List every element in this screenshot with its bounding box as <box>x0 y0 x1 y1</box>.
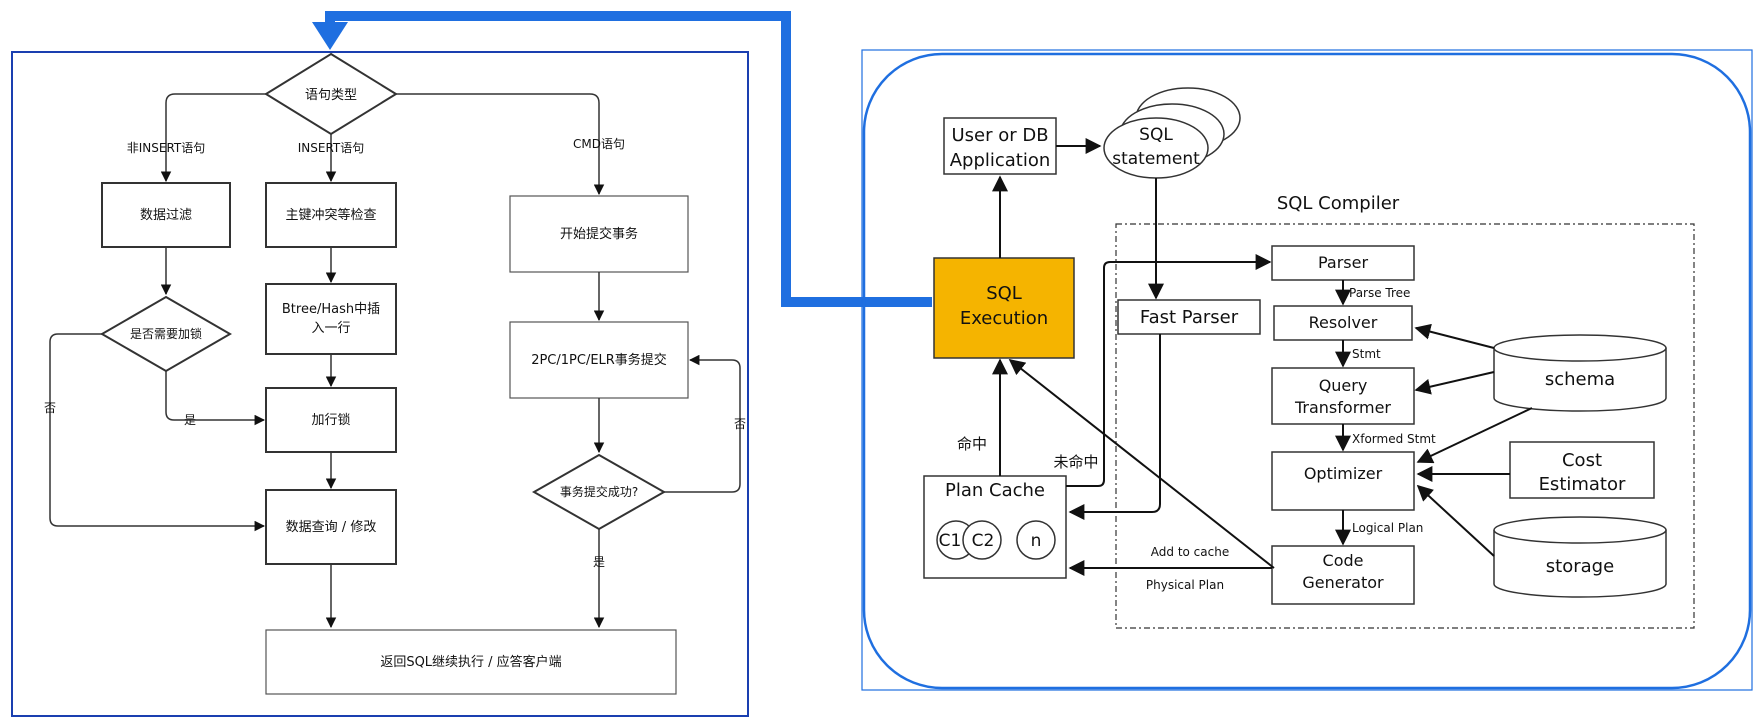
branch-line-cmd <box>396 93 605 196</box>
box-cost-estimator <box>1509 441 1655 499</box>
box-btree-insert-line2: 入一行 <box>311 321 350 336</box>
box-data-query-label: 数据查询 / 修改 <box>286 520 377 535</box>
box-data-filter-label: 数据过滤 <box>140 208 192 223</box>
right-rounded-frame <box>862 52 1752 690</box>
box-user-application-line1: User or DB <box>951 125 1048 146</box>
statement-line1: SQL <box>1139 125 1173 145</box>
box-optimizer-label: Optimizer <box>1304 464 1383 483</box>
box-add-row-lock <box>265 387 397 453</box>
box-user-application <box>943 117 1057 175</box>
decision-need-lock-label: 是否需要加锁 <box>130 326 202 341</box>
label-physical-plan: Physical Plan <box>1146 578 1224 592</box>
line-yes-lock <box>165 371 266 426</box>
label-stmt: Stmt <box>1352 347 1381 361</box>
left-flowchart-frame <box>11 51 749 717</box>
box-add-row-lock-label: 加行锁 <box>311 412 350 428</box>
box-cost-estimator-line1: Cost <box>1562 450 1602 471</box>
sql-compiler-title: SQL Compiler <box>1277 193 1400 214</box>
box-pk-check <box>265 182 397 248</box>
box-query-transformer <box>1271 367 1415 425</box>
box-pk-check-label: 主键冲突等检查 <box>285 207 376 223</box>
right-outer-frame <box>861 49 1753 691</box>
cache-entry-c1-label: C1 <box>939 531 962 551</box>
label-hit: 命中 <box>957 435 987 453</box>
cylinder-storage <box>1493 530 1667 598</box>
box-return-sql <box>265 629 677 695</box>
label-no-commit: 否 <box>734 417 746 431</box>
box-start-commit <box>509 195 689 273</box>
box-code-generator-line2: Generator <box>1302 573 1384 592</box>
line-fastparser-to-plancache <box>1068 334 1161 520</box>
branch-line-non-insert <box>160 93 266 183</box>
box-code-generator-line1: Code <box>1323 551 1364 570</box>
sql-compiler-region <box>1115 223 1695 629</box>
box-query-transformer-line2: Transformer <box>1294 398 1391 417</box>
branch-label-cmd: CMD语句 <box>573 137 625 151</box>
box-cost-estimator-line2: Estimator <box>1539 474 1626 495</box>
line-cache-miss <box>1066 254 1272 487</box>
line-schema-to-resolver <box>1414 323 1495 349</box>
cache-entry-c2 <box>962 520 1002 560</box>
box-resolver <box>1273 305 1413 341</box>
label-add-to-cache: Add to cache <box>1151 545 1229 559</box>
cylinder-storage-label: storage <box>1546 556 1614 577</box>
box-query-transformer-line1: Query <box>1319 376 1368 395</box>
box-resolver-label: Resolver <box>1309 313 1378 332</box>
box-code-generator <box>1271 545 1415 605</box>
box-return-sql-label: 返回SQL继续执行 / 应答客户端 <box>380 654 561 670</box>
statement-line2: statement <box>1112 149 1200 169</box>
cache-entry-n-label: n <box>1031 531 1042 551</box>
box-data-query <box>265 489 397 565</box>
box-sql-execution-line2: Execution <box>960 308 1048 329</box>
label-parse-tree: Parse Tree <box>1349 286 1410 300</box>
box-2pc-commit-label: 2PC/1PC/ELR事务提交 <box>531 352 667 368</box>
box-btree-insert <box>265 283 397 355</box>
box-user-application-line2: Application <box>950 150 1051 171</box>
cylinder-schema-label: schema <box>1545 369 1615 390</box>
line-schema-to-transformer <box>1414 371 1495 395</box>
cache-entry-c2-label: C2 <box>972 531 995 551</box>
cylinder-schema <box>1493 348 1667 412</box>
decision-commit-success-label: 事务提交成功? <box>560 484 638 499</box>
box-start-commit-label: 开始提交事务 <box>560 226 638 242</box>
cache-entry-n <box>1016 520 1056 560</box>
box-2pc-commit <box>509 321 689 399</box>
label-yes-commit: 是 <box>593 555 605 569</box>
line-schema-to-optimizer <box>1416 407 1533 464</box>
label-miss: 未命中 <box>1053 453 1098 471</box>
line-commit-retry <box>664 354 741 493</box>
box-sql-execution <box>933 257 1075 359</box>
connector-arrowhead <box>312 22 348 50</box>
line-storage-to-optimizer <box>1416 484 1495 557</box>
box-sql-execution-line1: SQL <box>986 283 1022 304</box>
box-optimizer <box>1271 451 1415 511</box>
box-btree-insert-line1: Btree/Hash中插 <box>282 302 380 317</box>
branch-label-non-insert: 非INSERT语句 <box>127 141 206 155</box>
label-logical-plan: Logical Plan <box>1352 521 1423 535</box>
decision-statement-type-label: 语句类型 <box>305 88 357 103</box>
box-plan-cache-label: Plan Cache <box>945 480 1045 501</box>
box-parser-label: Parser <box>1318 253 1368 272</box>
box-fast-parser <box>1117 299 1261 335</box>
branch-label-insert: INSERT语句 <box>298 141 365 155</box>
cylinder-storage-top <box>1493 516 1667 544</box>
label-xformed-stmt: Xformed Stmt <box>1352 432 1436 446</box>
cylinder-schema-top <box>1493 334 1667 362</box>
label-no-lock: 否 <box>44 401 56 415</box>
label-yes-lock: 是 <box>184 413 196 427</box>
box-fast-parser-label: Fast Parser <box>1140 307 1239 328</box>
line-codegen-to-execution <box>1008 359 1275 569</box>
box-parser <box>1271 245 1415 281</box>
line-no-lock <box>49 333 266 532</box>
